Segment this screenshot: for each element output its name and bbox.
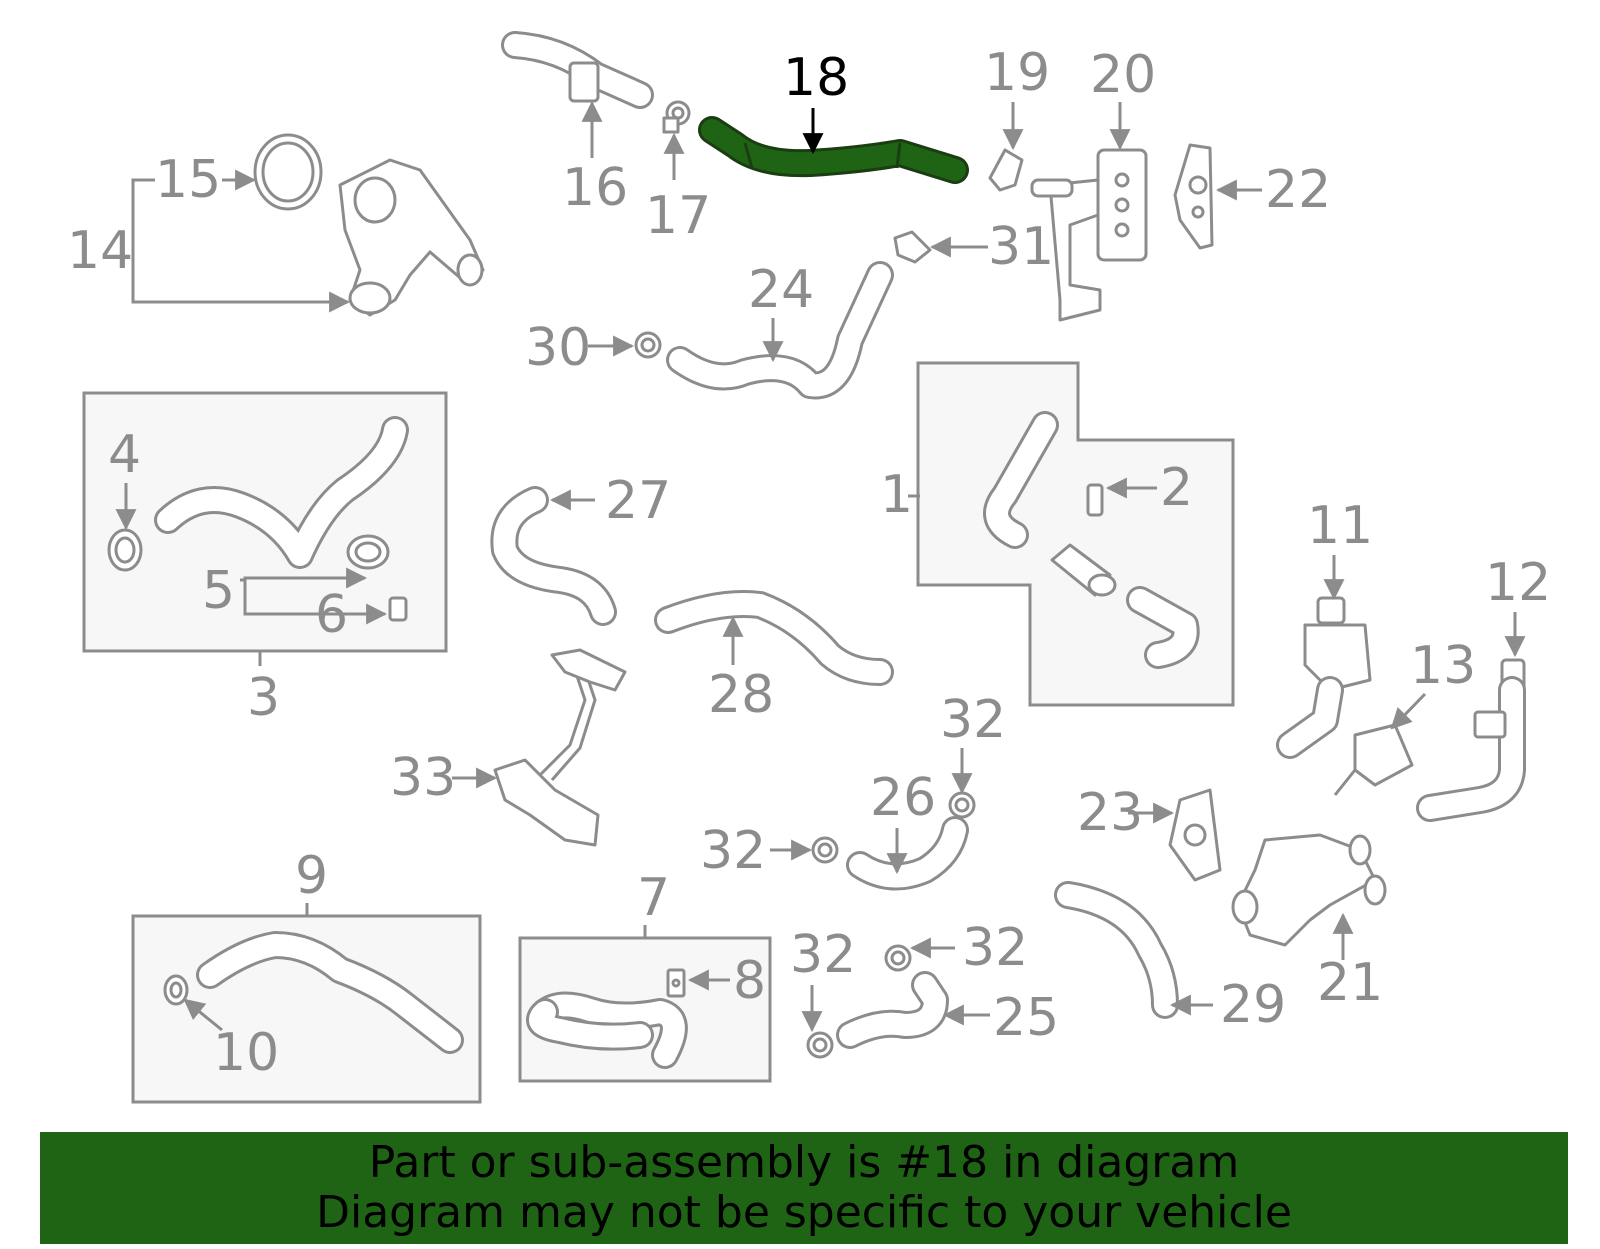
callout-26[interactable]: 26 <box>870 768 936 828</box>
leader-lines <box>115 100 1526 1033</box>
info-banner: Part or sub-assembly is #18 in diagram D… <box>40 1132 1568 1244</box>
callout-12[interactable]: 12 <box>1485 553 1551 613</box>
part-26-hose[interactable] <box>846 816 969 891</box>
part-16-pipe[interactable] <box>501 31 654 109</box>
callout-6[interactable]: 6 <box>315 585 348 645</box>
callout-24[interactable]: 24 <box>748 260 814 320</box>
callout-32-c[interactable]: 32 <box>962 918 1028 978</box>
part-18-hose[interactable] <box>698 116 969 184</box>
callout-32-a[interactable]: 32 <box>940 690 1006 750</box>
banner-line-1: Part or sub-assembly is #18 in diagram <box>368 1137 1240 1188</box>
callout-1[interactable]: 1 <box>880 465 913 525</box>
callout-4[interactable]: 4 <box>108 425 141 485</box>
part-1-hose[interactable] <box>983 411 1059 549</box>
callout-labels: 18 16 17 19 20 22 15 14 31 24 30 4 5 6 3… <box>67 43 1551 1083</box>
part-19-clip[interactable] <box>988 148 1024 192</box>
part-27-hose[interactable] <box>490 486 617 626</box>
part-8-clip[interactable] <box>666 968 686 998</box>
part-32-clamp-4[interactable] <box>806 1031 834 1059</box>
callout-31[interactable]: 31 <box>988 217 1054 277</box>
part-3-hose[interactable] <box>154 416 409 569</box>
callout-32-d[interactable]: 32 <box>790 925 856 985</box>
callout-29[interactable]: 29 <box>1220 975 1286 1035</box>
callout-17[interactable]: 17 <box>645 186 711 246</box>
part-17-clamp[interactable] <box>662 100 691 134</box>
part-29-hose[interactable] <box>1054 881 1179 1019</box>
callout-3[interactable]: 3 <box>247 668 280 728</box>
callout-30[interactable]: 30 <box>525 318 591 378</box>
part-30-clamp[interactable] <box>634 331 662 359</box>
callout-28[interactable]: 28 <box>708 665 774 725</box>
callout-33[interactable]: 33 <box>390 748 456 808</box>
part-12-pipe[interactable] <box>1416 658 1526 822</box>
callout-14[interactable]: 14 <box>67 221 133 281</box>
callout-10[interactable]: 10 <box>213 1023 279 1083</box>
callout-7[interactable]: 7 <box>637 868 670 928</box>
callout-5[interactable]: 5 <box>202 561 235 621</box>
part-1-connector[interactable] <box>1050 543 1117 597</box>
callout-2[interactable]: 2 <box>1160 458 1193 518</box>
part-22-gasket[interactable] <box>1173 143 1214 250</box>
callout-23[interactable]: 23 <box>1077 783 1143 843</box>
callout-19[interactable]: 19 <box>984 43 1050 103</box>
callout-8[interactable]: 8 <box>733 951 766 1011</box>
part-23-gasket[interactable] <box>1168 788 1222 882</box>
callout-15[interactable]: 15 <box>155 150 221 210</box>
callout-32-b[interactable]: 32 <box>700 821 766 881</box>
callout-21[interactable]: 21 <box>1317 953 1383 1013</box>
part-25-hose[interactable] <box>836 971 949 1049</box>
part-24-hose[interactable] <box>666 261 894 400</box>
part-6-fitting[interactable] <box>388 596 408 622</box>
part-13-sensor[interactable] <box>1333 723 1414 796</box>
part-14-housing[interactable] <box>338 158 485 317</box>
part-28-hose[interactable] <box>654 590 894 686</box>
callout-16[interactable]: 16 <box>562 158 628 218</box>
callout-27[interactable]: 27 <box>605 471 671 531</box>
callout-22[interactable]: 22 <box>1265 160 1331 220</box>
part-21-housing[interactable] <box>1231 833 1387 947</box>
part-32-clamp-2[interactable] <box>811 836 839 864</box>
callout-9[interactable]: 9 <box>295 846 328 906</box>
callout-11[interactable]: 11 <box>1307 496 1373 556</box>
callout-20[interactable]: 20 <box>1090 45 1156 105</box>
part-4-clamp[interactable] <box>107 528 143 572</box>
callout-18[interactable]: 18 <box>783 48 849 108</box>
part-11-pump[interactable] <box>1276 596 1372 759</box>
part-9-hose[interactable] <box>196 931 464 1054</box>
banner-line-2: Diagram may not be specific to your vehi… <box>316 1187 1292 1238</box>
part-15-oring[interactable] <box>253 133 323 211</box>
part-31-clamp[interactable] <box>893 230 932 264</box>
part-32-clamp-3[interactable] <box>884 944 912 972</box>
part-1-elbow[interactable] <box>1126 586 1200 669</box>
callout-13[interactable]: 13 <box>1410 636 1476 696</box>
part-2-fitting[interactable] <box>1086 483 1104 517</box>
part-33-pipe[interactable] <box>493 648 627 847</box>
part-10-clamp[interactable] <box>163 974 189 1006</box>
part-5-clamp[interactable] <box>346 534 390 570</box>
part-7-hose[interactable] <box>526 991 688 1069</box>
callout-25[interactable]: 25 <box>993 988 1059 1048</box>
part-32-clamp-1[interactable] <box>948 791 976 819</box>
